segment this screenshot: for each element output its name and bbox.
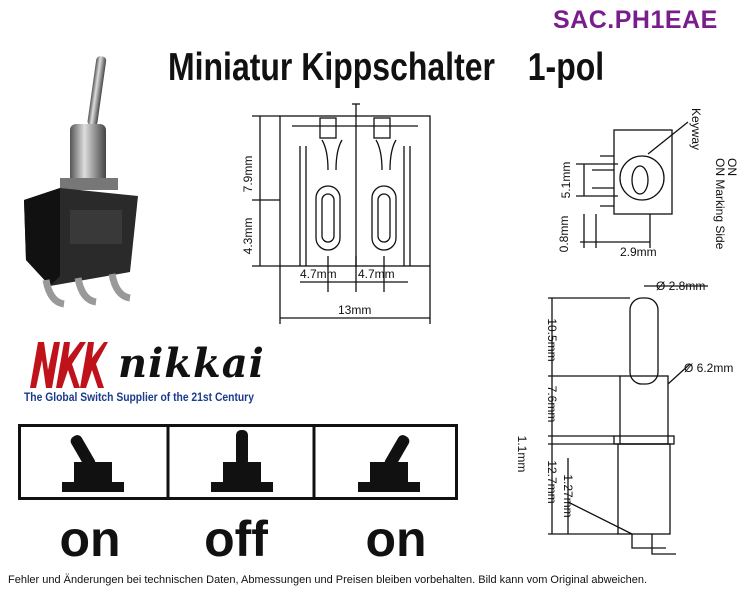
position-icon-on-left — [62, 435, 124, 492]
keyway-leader — [647, 121, 689, 155]
side-bushing — [619, 375, 669, 445]
nut — [60, 178, 118, 190]
marking-label-1: ON — [725, 158, 739, 176]
dim-lever-diameter: Ø 2.8mm — [656, 279, 705, 293]
dim-body-length: 12.7mm — [545, 460, 559, 503]
position-icon-on-right — [358, 435, 420, 492]
product-code: SAC.PH1EAE — [553, 6, 718, 34]
brand-name: nikkai — [118, 340, 265, 387]
side-body — [617, 443, 671, 535]
dim-pitch-right: 4.7mm — [358, 267, 395, 281]
marking-label-2: ON Marking Side — [713, 158, 727, 250]
switch-positions-icons — [62, 424, 420, 500]
dim-bushing-diameter: Ø 6.2mm — [684, 361, 733, 375]
dim-top-d3: 2.9mm — [620, 245, 657, 259]
dim-washer: 1.1mm — [515, 436, 529, 473]
lever — [87, 56, 107, 126]
front-pin-left — [315, 185, 341, 251]
dim-height-top: 7.9mm — [241, 156, 255, 193]
dim-bushing-length: 7.6mm — [545, 386, 559, 423]
nkk-logo — [30, 342, 108, 388]
bushing — [70, 124, 106, 186]
position-icon-off — [211, 430, 273, 492]
page-title: Miniatur Kippschalter 1-pol — [168, 46, 604, 90]
title-main: Miniatur Kippschalter — [168, 46, 495, 89]
position-label-on-left: on — [59, 511, 121, 567]
front-body-outline — [279, 115, 431, 267]
position-label-off: off — [204, 511, 268, 567]
switch-photo — [24, 56, 138, 308]
keyway-label: Keyway — [689, 108, 703, 150]
pin-1 — [42, 279, 65, 308]
title-pole: 1-pol — [527, 46, 605, 89]
position-label-on-right: on — [365, 511, 427, 567]
front-pin-right — [371, 185, 397, 251]
disclaimer-footer: Fehler und Änderungen bei technischen Da… — [8, 574, 648, 586]
dim-lever-length: 10.5mm — [545, 318, 559, 361]
dim-pitch-left: 4.7mm — [300, 267, 337, 281]
dim-width: 13mm — [338, 303, 371, 317]
brand-tagline: The Global Switch Supplier of the 21st C… — [24, 390, 254, 404]
top-body-outline — [613, 129, 673, 215]
pin-3 — [108, 273, 131, 302]
switch-positions-panel — [18, 424, 458, 500]
pin-2 — [74, 277, 97, 306]
top-view-drawing: 5.1mm 0.8mm 2.9mm Keyway ON ON Marking S… — [557, 108, 739, 259]
front-view-drawing: 7.9mm 4.3mm 4.7mm 4.7mm 13mm — [241, 103, 431, 324]
dim-pin-length: 1.27mm — [561, 474, 575, 517]
dim-top-d2: 0.8mm — [557, 216, 571, 253]
dim-height-bottom: 4.3mm — [241, 218, 255, 255]
side-lever — [629, 297, 659, 385]
side-view-drawing: Ø 2.8mm Ø 6.2mm 10.5mm 7.6mm 1.1mm 12.7m… — [515, 279, 733, 555]
bushing-leader — [667, 363, 691, 385]
bushing-circle — [619, 155, 665, 201]
dim-top-d1: 5.1mm — [559, 162, 573, 199]
